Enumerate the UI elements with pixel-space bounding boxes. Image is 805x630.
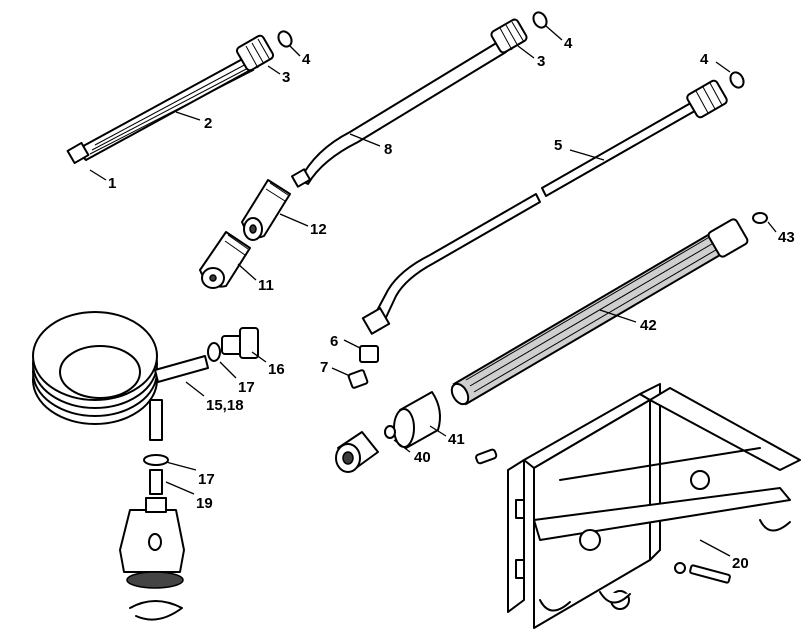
label-12: 12 [310,221,327,238]
union-nut-3b [490,18,528,54]
label-15-18: 15,18 [206,397,244,414]
spray-lance-5 [361,99,701,335]
wall-plug [475,448,498,465]
label-16: 16 [268,361,285,378]
leader-lines [89,25,777,557]
label-4a: 4 [302,51,311,68]
union-nut-5 [686,79,728,119]
label-17b: 17 [198,471,215,488]
union-nut-3a [235,34,275,72]
clamp-17a [207,342,221,362]
coupling-sleeve-41 [393,391,441,449]
fitting-7 [347,369,369,389]
label-40: 40 [414,449,431,466]
plug-43 [752,212,768,224]
label-6: 6 [330,333,338,350]
screw-20 [674,562,731,584]
nozzle-12 [241,179,291,241]
label-3b: 3 [537,53,545,70]
quick-coupling-40 [335,425,396,473]
wall-bracket-20 [507,383,801,629]
label-4c: 4 [700,51,709,68]
label-4b: 4 [564,35,573,52]
clamp-17b [143,454,169,466]
fitting-6 [359,345,379,363]
label-5: 5 [554,137,562,154]
retaining-ring [129,600,183,621]
spray-lance-8 [290,41,507,188]
label-3a: 3 [282,69,290,86]
o-ring-4a [277,30,293,48]
hose-coil-15-18 [32,311,209,441]
label-20: 20 [732,555,749,572]
label-42: 42 [640,317,657,334]
o-ring-4c [729,71,745,89]
part-labels: 1 2 3 4 3 4 8 12 11 4 5 43 42 6 7 41 40 … [108,35,795,572]
label-7: 7 [320,359,328,376]
suction-filter-19 [119,469,185,573]
label-11: 11 [258,277,274,294]
label-2: 2 [204,115,212,132]
label-43: 43 [778,229,795,246]
filter-mesh [126,571,184,589]
o-ring-4b [532,11,548,29]
spray-tube-2 [66,55,259,165]
label-41: 41 [448,431,465,448]
extension-tube-42 [450,218,749,406]
nozzle-11 [199,231,251,289]
label-1: 1 [108,175,116,192]
label-17a: 17 [238,379,255,396]
label-8: 8 [384,141,392,158]
label-19: 19 [196,495,213,512]
connector-16 [221,327,259,359]
